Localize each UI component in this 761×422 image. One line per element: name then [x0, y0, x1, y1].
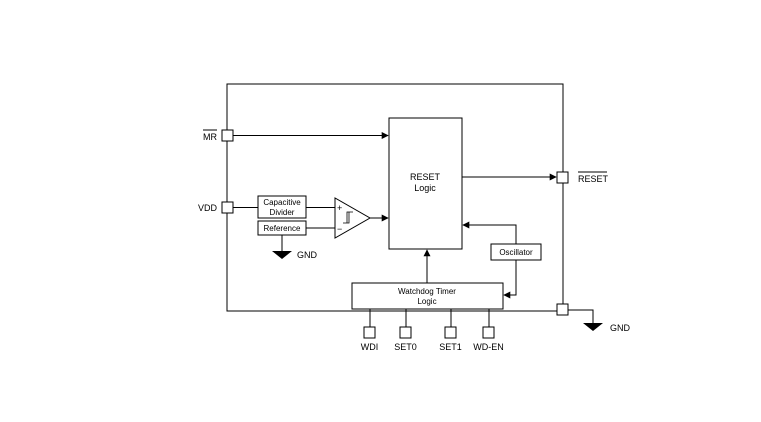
pin-label-vdd: VDD	[198, 203, 218, 213]
watchdog-timer-block	[351, 282, 504, 310]
hysteresis-icon	[343, 211, 353, 224]
gnd-label-external: GND	[610, 323, 631, 333]
wire-oscillator-to-reset	[462, 221, 517, 244]
reset-logic-block	[388, 117, 463, 250]
watchdog-timer-label-2: Logic	[417, 297, 436, 306]
pin-label-mr: MR	[203, 132, 217, 142]
comparator-minus: −	[337, 224, 342, 234]
gnd-label-internal: GND	[297, 250, 318, 260]
pin-label-reset: RESET	[578, 174, 609, 184]
pin-wdi	[363, 326, 376, 339]
pin-label-set1: SET1	[439, 342, 462, 352]
reference-label: Reference	[264, 224, 301, 233]
ground-symbol-external	[583, 323, 603, 331]
pin-reset	[556, 171, 569, 184]
pin-vdd	[221, 201, 234, 214]
pin-label-set0: SET0	[394, 342, 417, 352]
comparator-plus: +	[337, 203, 342, 213]
ground-symbol-internal	[272, 251, 292, 259]
oscillator-label: Oscillator	[499, 248, 533, 257]
pin-mr	[221, 129, 234, 142]
reset-logic-label-2: Logic	[414, 183, 436, 193]
watchdog-timer-label-1: Watchdog Timer	[398, 287, 456, 296]
pin-label-wdi: WDI	[361, 342, 379, 352]
pin-set1	[444, 326, 457, 339]
pin-set0	[399, 326, 412, 339]
comparator	[334, 197, 372, 239]
capacitive-divider-label-1: Capacitive	[263, 198, 301, 207]
wire-oscillator-to-watchdog	[503, 260, 517, 299]
pin-wd-en	[482, 326, 495, 339]
pin-label-wd-en: WD-EN	[473, 342, 504, 352]
wire-gnd-external	[568, 309, 594, 323]
capacitive-divider-label-2: Divider	[270, 208, 295, 217]
pin-gnd	[556, 303, 569, 316]
chip-outline	[226, 83, 564, 312]
reset-logic-label-1: RESET	[410, 172, 441, 182]
